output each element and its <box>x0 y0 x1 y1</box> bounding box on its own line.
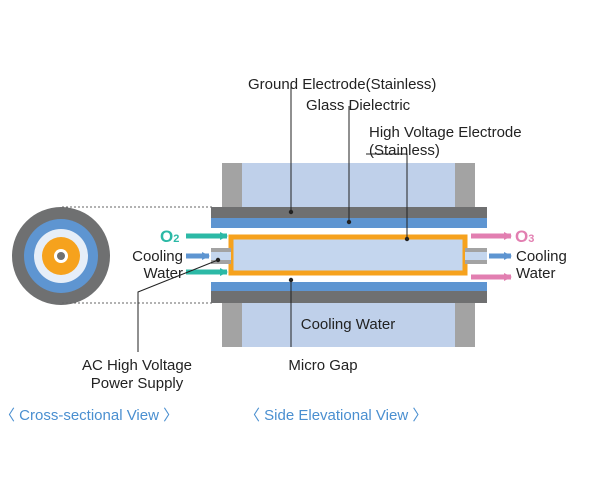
label-o3: O3 <box>515 227 534 246</box>
label-o2: O2 <box>160 227 179 246</box>
label-high-voltage-electrode-line2: (Stainless) <box>369 142 440 159</box>
glass-dielectric-bottom <box>211 282 487 291</box>
leader-dot-micro-gap <box>288 277 294 283</box>
label-ac-power-supply-line1: AC High Voltage <box>82 357 192 374</box>
o2-subscript: 2 <box>173 233 179 245</box>
outlet-stub-inner <box>465 252 487 260</box>
end-cap-top-right <box>455 163 475 208</box>
leader-dot-ac-power-supply <box>215 257 221 263</box>
end-cap-bottom-left <box>222 302 242 347</box>
leader-high-voltage-electrode <box>366 153 408 239</box>
label-ac-power-supply-line2: Power Supply <box>91 375 184 392</box>
leader-dot-high-voltage-electrode <box>404 236 410 242</box>
high-voltage-electrode-tube <box>228 234 468 276</box>
inlet-stub-inner <box>211 252 231 260</box>
label-high-voltage-electrode-line1: High Voltage Electrode <box>369 124 522 141</box>
cross-section-view <box>12 207 110 305</box>
end-cap-bottom-right <box>455 302 475 347</box>
cross-section-core <box>57 252 65 260</box>
caption-side-elevational-view: 〈 Side Elevational View 〉 <box>245 407 427 424</box>
label-cooling-water-right-line1: Cooling <box>516 248 567 265</box>
end-cap-top-left <box>222 163 242 208</box>
label-cooling-water-right-line2: Water <box>516 265 555 282</box>
leader-dot-glass-dielectric <box>346 219 352 225</box>
leader-ac-power-supply <box>137 259 219 352</box>
label-ground-electrode: Ground Electrode(Stainless) <box>248 76 436 93</box>
label-glass-dielectric: Glass Dielectric <box>306 97 411 114</box>
label-cooling-water-bottom: Cooling Water <box>301 316 395 333</box>
o2-symbol: O <box>160 227 173 246</box>
o3-symbol: O <box>515 227 528 246</box>
label-micro-gap: Micro Gap <box>288 357 357 374</box>
ground-electrode-bottom <box>211 291 487 303</box>
o3-subscript: 3 <box>528 233 534 245</box>
caption-cross-sectional-view: 〈 Cross-sectional View 〉 <box>0 407 178 424</box>
label-cooling-water-left-line2: Water <box>144 265 183 282</box>
label-cooling-water-left-line1: Cooling <box>132 248 183 265</box>
cooling-jacket-bottom <box>222 302 475 347</box>
leader-dot-ground-electrode <box>288 209 294 215</box>
